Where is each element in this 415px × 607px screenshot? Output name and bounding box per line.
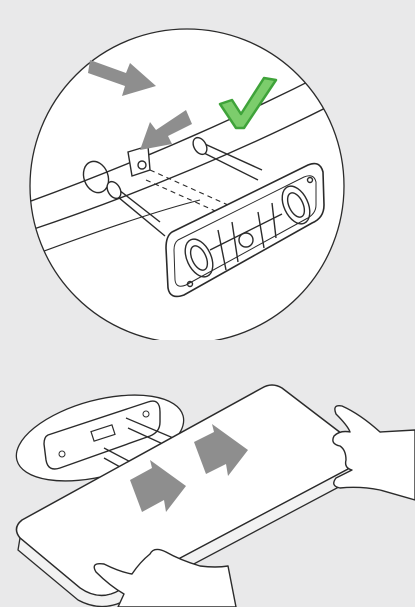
detail-zoom-illustration [0, 0, 415, 340]
assembly-illustration [0, 340, 415, 607]
hand-icon [333, 406, 415, 500]
screw-hole [128, 146, 150, 176]
